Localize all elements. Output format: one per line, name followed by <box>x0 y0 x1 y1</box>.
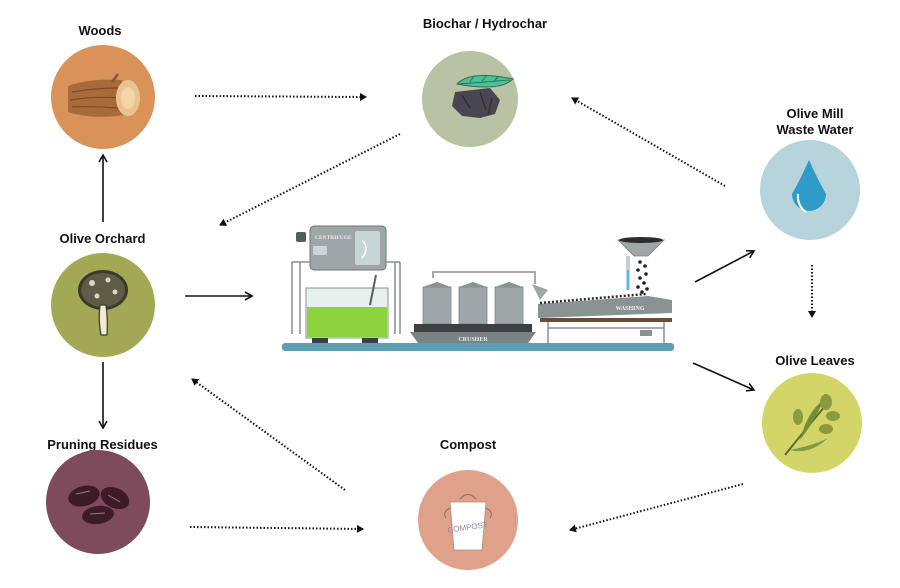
olive-orchard-node <box>51 253 155 357</box>
arrow-machine-to-olive-leaves <box>692 362 756 392</box>
arrow-machine-to-waste-water <box>694 249 756 283</box>
olive-mill-machine: CENTRIFUGE CRUSHER WASHING <box>282 225 674 351</box>
crusher-label: CRUSHER <box>458 337 488 343</box>
log-icon <box>68 73 140 117</box>
olive-branch-icon <box>784 394 840 456</box>
compost-bin-icon: COMPOST <box>444 494 492 551</box>
waste-water-node <box>760 140 860 240</box>
compost-label: Compost <box>439 437 497 452</box>
arrow-woods-to-biochar <box>194 92 367 101</box>
olive-orchard-label: Olive Orchard <box>59 231 146 246</box>
olive-leaves-node <box>762 373 862 473</box>
charcoal-leaf-icon <box>452 74 515 118</box>
water-drop-icon <box>792 160 826 213</box>
olive-tree-icon <box>78 270 128 336</box>
washing-label: WASHING <box>615 306 644 312</box>
centrifuge-label: CENTRIFUGE <box>315 235 352 241</box>
waste-water-label: Olive Mill Waste Water <box>776 106 854 137</box>
pruning-residues-label: Pruning Residues <box>47 437 158 452</box>
biochar-node <box>422 51 518 147</box>
washing-unit: WASHING <box>538 237 672 343</box>
woods-node <box>51 45 155 149</box>
arrow-biochar-to-orchard <box>219 133 401 226</box>
arrow-waste-water-to-biochar <box>571 97 726 187</box>
centrifuge-unit: CENTRIFUGE <box>291 225 401 343</box>
compost-node: COMPOST <box>418 470 518 570</box>
olive-leaves-label: Olive Leaves <box>775 353 855 368</box>
crusher-unit: CRUSHER <box>410 271 548 343</box>
woods-label: Woods <box>78 23 122 38</box>
residue-pieces-icon <box>68 485 130 525</box>
biochar-label: Biochar / Hydrochar <box>422 16 548 31</box>
machine-base <box>282 343 674 351</box>
pruning-residues-node <box>46 450 150 554</box>
arrow-olive-leaves-to-compost <box>569 483 744 533</box>
arrow-compost-to-orchard <box>191 378 346 491</box>
arrow-pruning-to-compost <box>189 524 364 533</box>
